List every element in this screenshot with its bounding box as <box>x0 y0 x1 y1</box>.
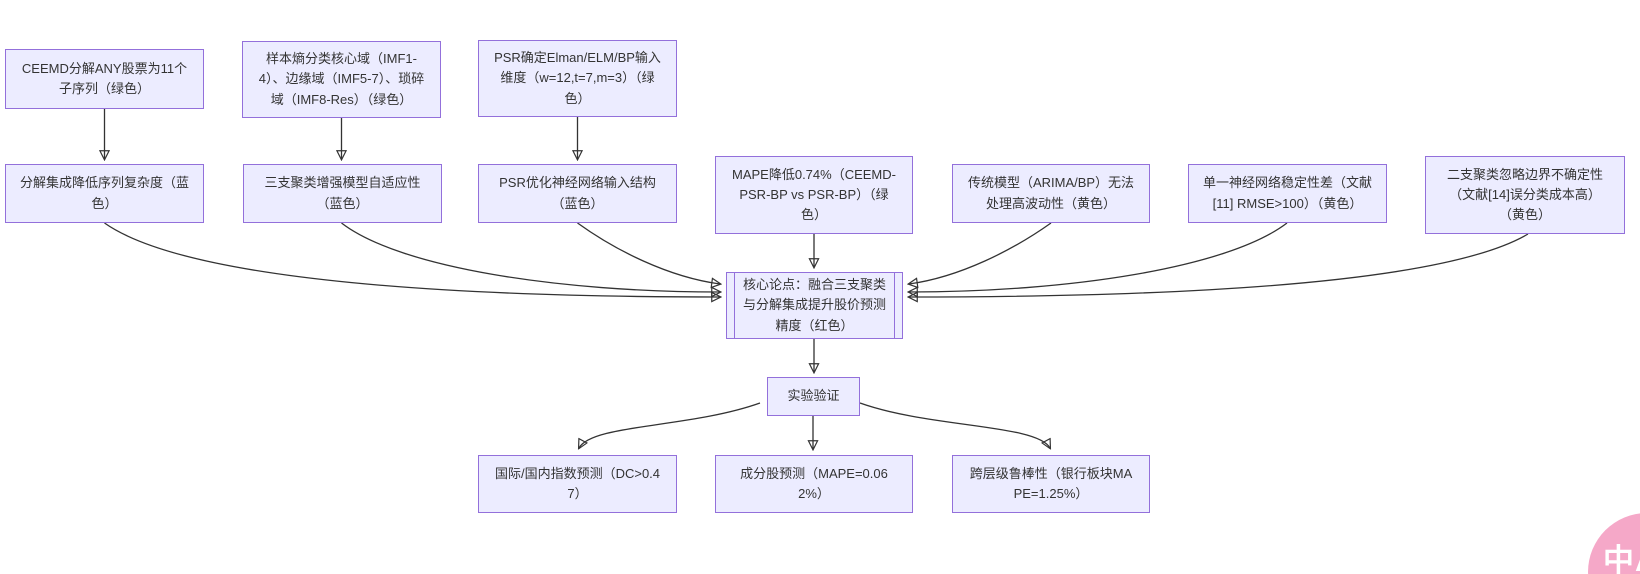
node-constituent-prediction: 成分股预测（MAPE=0.062%） <box>715 455 913 513</box>
node-two-way-clustering: 二支聚类忽略边界不确定性（文献[14]误分类成本高）（黄色） <box>1425 156 1625 234</box>
edge-decompose-to-core <box>104 222 721 297</box>
edge-twoway-to-core <box>909 233 1529 297</box>
node-three-way-clustering: 三支聚类增强模型自适应性（蓝色） <box>243 164 442 223</box>
node-mape-reduction: MAPE降低0.74%（CEEMD-PSR-BP vs PSR-BP）（绿色） <box>715 156 913 234</box>
node-index-prediction: 国际/国内指数预测（DC>0.47） <box>478 455 677 513</box>
edge-psropt-to-core <box>577 222 721 284</box>
edge-experiment-to-robust <box>859 402 1050 448</box>
node-core-thesis: 核心论点：融合三支聚类与分解集成提升股价预测精度（红色） <box>726 272 903 339</box>
node-decompose-ensemble: 分解集成降低序列复杂度（蓝色） <box>5 164 204 223</box>
node-experiment-validation: 实验验证 <box>767 377 860 416</box>
edge-experiment-to-index <box>579 402 761 448</box>
edge-traditional-to-core <box>909 222 1052 284</box>
node-ceemd-decomposition: CEEMD分解ANY股票为11个子序列（绿色） <box>5 49 204 109</box>
translate-badge-button[interactable]: 中A <box>1588 513 1640 574</box>
node-psr-input-dimensions: PSR确定Elman/ELM/BP输入维度（w=12,t=7,m=3）（绿色） <box>478 40 677 117</box>
node-sample-entropy-domains: 样本熵分类核心域（IMF1-4）、边缘域（IMF5-7）、琐碎域（IMF8-Re… <box>242 41 441 118</box>
node-cross-level-robustness: 跨层级鲁棒性（银行板块MAPE=1.25%） <box>952 455 1150 513</box>
edge-threeway-to-core <box>341 222 721 292</box>
translate-badge-icon: 中A <box>1603 543 1640 574</box>
node-single-nn-instability: 单一神经网络稳定性差（文献[11] RMSE>100）（黄色） <box>1188 164 1387 223</box>
edge-singlenn-to-core <box>909 222 1288 292</box>
node-traditional-models: 传统模型（ARIMA/BP）无法处理高波动性（黄色） <box>952 164 1150 223</box>
node-psr-optimization: PSR优化神经网络输入结构（蓝色） <box>478 164 677 223</box>
